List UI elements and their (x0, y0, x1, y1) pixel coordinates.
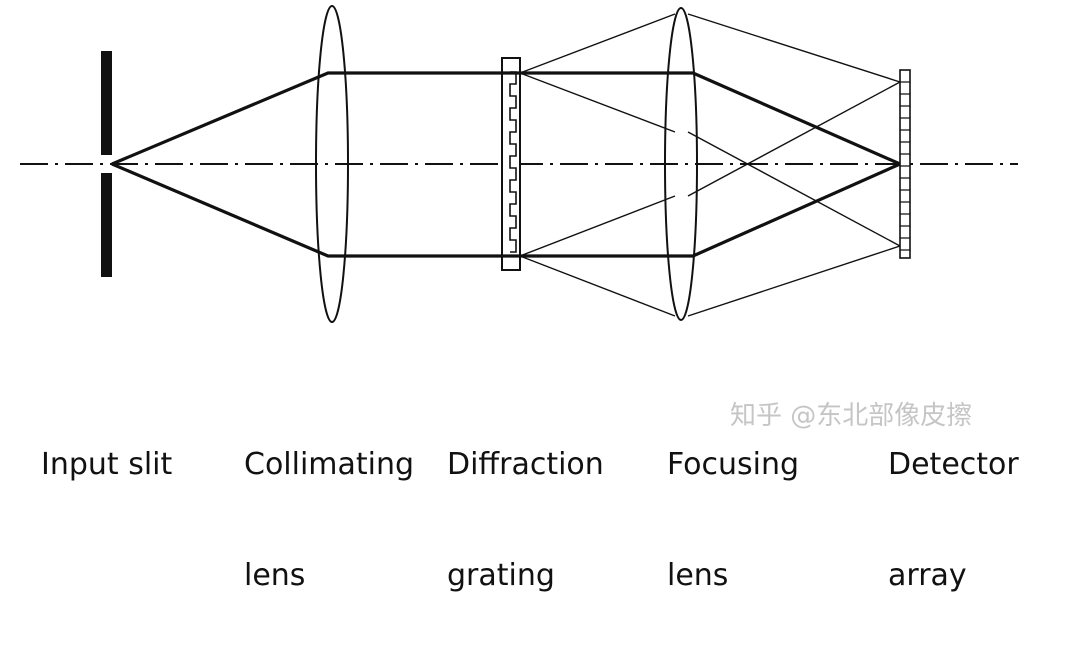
main-ray-upper (111, 71, 901, 166)
detector-array-label-line1: Detector (888, 447, 1019, 482)
diffracted-ray (687, 13, 901, 83)
diffracted-ray (519, 72, 676, 133)
diffracted-ray (519, 13, 676, 74)
watermark-text: 知乎 @东北部像皮擦 (730, 401, 973, 431)
focusing-lens-shape (664, 7, 698, 321)
input-slit-label: Input slit (41, 372, 172, 557)
focusing-lens-label-line1: Focusing (667, 447, 800, 482)
grating-teeth (509, 71, 517, 253)
input-slit-lower-blade (101, 173, 112, 277)
focusing-lens-label-line2: lens (667, 558, 729, 593)
diffraction-grating-shape (501, 57, 521, 271)
main-ray-bundle (111, 71, 901, 258)
spectrometer-diagram: Input slit Collimating lens Diffraction … (20, 5, 1019, 593)
diffracted-ray (519, 255, 676, 317)
detector-array-shape (899, 69, 911, 259)
diffracted-rays (519, 13, 901, 317)
main-ray-lower (111, 162, 901, 258)
collimating-lens-shape (315, 5, 349, 323)
optics-drawing (20, 5, 1018, 323)
diffraction-grating-label: Diffraction grating (447, 372, 604, 668)
input-slit-label-text: Input slit (41, 447, 173, 482)
diffracted-ray (687, 131, 901, 247)
diffraction-grating-label-line1: Diffraction (447, 447, 604, 482)
detector-array-label-line2: array (888, 558, 967, 593)
diffracted-ray (687, 81, 901, 197)
diffracted-ray (519, 195, 676, 257)
diffracted-ray (687, 245, 901, 317)
collimating-lens-label-line2: lens (244, 558, 306, 593)
input-slit-upper-blade (101, 51, 112, 155)
collimating-lens-label: Collimating lens (244, 372, 414, 668)
collimating-lens-label-line1: Collimating (244, 447, 415, 482)
detector-pixels (900, 81, 910, 251)
diffraction-grating-label-line2: grating (447, 558, 555, 593)
